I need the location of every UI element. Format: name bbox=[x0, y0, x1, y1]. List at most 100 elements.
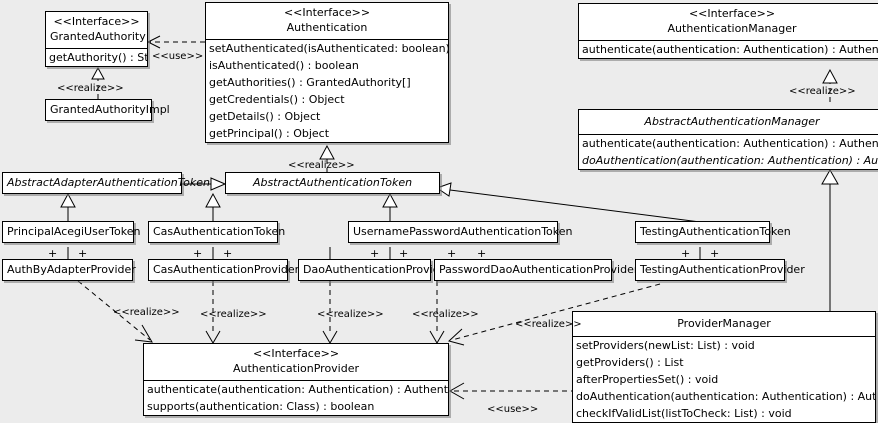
operation: authenticate(authentication: Authenticat… bbox=[582, 43, 878, 56]
class-name: CasAuthenticationToken bbox=[153, 225, 286, 238]
class-name: AbstractAdapterAuthenticationToken bbox=[7, 176, 210, 189]
association-marker-plus: + bbox=[447, 247, 457, 260]
edge-label-realize-abstractauthenticationmanager: <<realize>> bbox=[789, 86, 856, 97]
operation: afterPropertiesSet() : void bbox=[576, 373, 719, 386]
class-header: AbstractAdapterAuthenticationToken bbox=[3, 173, 210, 193]
class-testing-authentication-provider[interactable]: TestingAuthenticationProvider bbox=[635, 259, 805, 281]
class-name: ProviderManager bbox=[677, 317, 771, 330]
class-name: TestingAuthenticationToken bbox=[640, 225, 791, 238]
edge-label-realize-passworddaoauthenticationprovider: <<realize>> bbox=[412, 309, 479, 320]
class-dao-authentication-provider[interactable]: DaoAuthenticationProvider bbox=[298, 259, 451, 281]
operation: setAuthenticated(isAuthenticated: boolea… bbox=[209, 42, 448, 55]
class-header: CasAuthenticationProvider bbox=[149, 260, 300, 280]
class-name: UsernamePasswordAuthenticationToken bbox=[353, 225, 573, 238]
class-name: GrantedAuthorityImpl bbox=[50, 103, 170, 116]
stereotype-label: <<Interface>> bbox=[283, 6, 371, 19]
class-name: DaoAuthenticationProvider bbox=[303, 263, 451, 276]
class-header: UsernamePasswordAuthenticationToken bbox=[349, 222, 573, 242]
class-username-password-authentication-token[interactable]: UsernamePasswordAuthenticationToken bbox=[348, 221, 573, 243]
association-marker-plus: + bbox=[681, 247, 691, 260]
edge-label-realize-authbyadapterprovider: <<realize>> bbox=[113, 307, 180, 318]
class-name: PasswordDaoAuthenticationProvider bbox=[439, 263, 639, 276]
operations-compartment: getAuthority() : String bbox=[46, 48, 147, 66]
class-header: <<Interface>> Authentication bbox=[206, 3, 448, 39]
class-name: AuthenticationProvider bbox=[232, 362, 360, 375]
class-name: AuthenticationManager bbox=[667, 22, 797, 35]
operation: checkIfValidList(listToCheck: List) : vo… bbox=[576, 407, 792, 420]
class-name: AuthByAdapterProvider bbox=[7, 263, 136, 276]
class-header: AbstractAuthenticationToken bbox=[226, 173, 439, 193]
operations-compartment: setAuthenticated(isAuthenticated: boolea… bbox=[206, 39, 448, 142]
operation: supports(authentication: Class) : boolea… bbox=[147, 400, 375, 413]
class-name: AbstractAuthenticationManager bbox=[644, 115, 820, 128]
operation: setProviders(newList: List) : void bbox=[576, 339, 755, 352]
class-header: ProviderManager bbox=[573, 312, 875, 336]
class-abstract-authentication-token[interactable]: AbstractAuthenticationToken bbox=[225, 172, 440, 194]
operation: doAuthentication(authentication: Authent… bbox=[582, 154, 878, 167]
operations-compartment: setProviders(newList: List) : void getPr… bbox=[573, 336, 875, 422]
class-principal-acegi-user-token[interactable]: PrincipalAcegiUserToken bbox=[2, 221, 141, 243]
operation: getDetails() : Object bbox=[209, 110, 321, 123]
class-granted-authority-impl[interactable]: GrantedAuthorityImpl bbox=[45, 99, 170, 121]
class-name: Authentication bbox=[286, 21, 368, 34]
edge-label-realize-daoauthenticationprovider: <<realize>> bbox=[317, 309, 384, 320]
class-header: <<Interface>> AuthenticationManager bbox=[579, 4, 878, 40]
association-marker-plus: + bbox=[399, 247, 409, 260]
edge-label-realize-testingauthenticationprovider: <<realize>> bbox=[515, 319, 582, 330]
operations-compartment: authenticate(authentication: Authenticat… bbox=[144, 380, 448, 415]
class-abstract-adapter-authentication-token[interactable]: AbstractAdapterAuthenticationToken bbox=[2, 172, 210, 194]
class-auth-by-adapter-provider[interactable]: AuthByAdapterProvider bbox=[2, 259, 136, 281]
edge-label-realize-abstractauthenticationtoken: <<realize>> bbox=[288, 160, 355, 171]
operation: doAuthentication(authentication: Authent… bbox=[576, 390, 875, 403]
edge-label-use-providermanager: <<use>> bbox=[487, 404, 539, 415]
class-authentication[interactable]: <<Interface>> Authentication setAuthenti… bbox=[205, 2, 449, 143]
class-provider-manager[interactable]: ProviderManager setProviders(newList: Li… bbox=[572, 311, 876, 423]
class-header: TestingAuthenticationToken bbox=[636, 222, 791, 242]
association-marker-plus: + bbox=[193, 247, 203, 260]
stereotype-label: <<Interface>> bbox=[688, 7, 776, 20]
operations-compartment: authenticate(authentication: Authenticat… bbox=[579, 40, 878, 58]
operation: getAuthority() : String bbox=[49, 51, 147, 64]
class-header: PrincipalAcegiUserToken bbox=[3, 222, 141, 242]
class-cas-authentication-provider[interactable]: CasAuthenticationProvider bbox=[148, 259, 300, 281]
operation: authenticate(authentication: Authenticat… bbox=[147, 383, 448, 396]
class-password-dao-authentication-provider[interactable]: PasswordDaoAuthenticationProvider bbox=[434, 259, 639, 281]
class-name: AbstractAuthenticationToken bbox=[252, 176, 413, 189]
class-abstract-authentication-manager[interactable]: AbstractAuthenticationManager authentica… bbox=[578, 109, 878, 170]
association-marker-plus: + bbox=[710, 247, 720, 260]
class-header: AbstractAuthenticationManager bbox=[579, 110, 878, 134]
association-marker-plus: + bbox=[48, 247, 58, 260]
class-header: GrantedAuthorityImpl bbox=[46, 100, 170, 120]
class-granted-authority[interactable]: <<Interface>> GrantedAuthority getAuthor… bbox=[45, 11, 148, 67]
class-header: CasAuthenticationToken bbox=[149, 222, 286, 242]
operations-compartment: authenticate(authentication: Authenticat… bbox=[579, 134, 878, 169]
operation: authenticate(authentication: Authenticat… bbox=[582, 137, 878, 150]
class-header: PasswordDaoAuthenticationProvider bbox=[435, 260, 639, 280]
association-marker-plus: + bbox=[370, 247, 380, 260]
class-name: GrantedAuthority bbox=[50, 30, 146, 43]
operation: isAuthenticated() : boolean bbox=[209, 59, 359, 72]
operation: getCredentials() : Object bbox=[209, 93, 345, 106]
edge-label-realize-casauthenticationprovider: <<realize>> bbox=[200, 309, 267, 320]
edge-label-use-authentication-grantedauthority: <<use>> bbox=[152, 51, 204, 62]
class-header: DaoAuthenticationProvider bbox=[299, 260, 451, 280]
class-header: AuthByAdapterProvider bbox=[3, 260, 136, 280]
edge-label-realize-grantedauthorityimpl: <<realize>> bbox=[57, 83, 124, 94]
class-testing-authentication-token[interactable]: TestingAuthenticationToken bbox=[635, 221, 791, 243]
class-header: <<Interface>> AuthenticationProvider bbox=[144, 344, 448, 380]
class-authentication-manager[interactable]: <<Interface>> AuthenticationManager auth… bbox=[578, 3, 878, 59]
operation: getProviders() : List bbox=[576, 356, 684, 369]
class-authentication-provider[interactable]: <<Interface>> AuthenticationProvider aut… bbox=[143, 343, 449, 416]
class-name: TestingAuthenticationProvider bbox=[640, 263, 805, 276]
class-cas-authentication-token[interactable]: CasAuthenticationToken bbox=[148, 221, 286, 243]
stereotype-label: <<Interface>> bbox=[252, 347, 340, 360]
operation: getPrincipal() : Object bbox=[209, 127, 330, 140]
operation: getAuthorities() : GrantedAuthority[] bbox=[209, 76, 411, 89]
class-name: PrincipalAcegiUserToken bbox=[7, 225, 141, 238]
association-marker-plus: + bbox=[223, 247, 233, 260]
class-name: CasAuthenticationProvider bbox=[153, 263, 300, 276]
stereotype-label: <<Interface>> bbox=[53, 15, 140, 28]
association-marker-plus: + bbox=[477, 247, 487, 260]
association-marker-plus: + bbox=[78, 247, 88, 260]
